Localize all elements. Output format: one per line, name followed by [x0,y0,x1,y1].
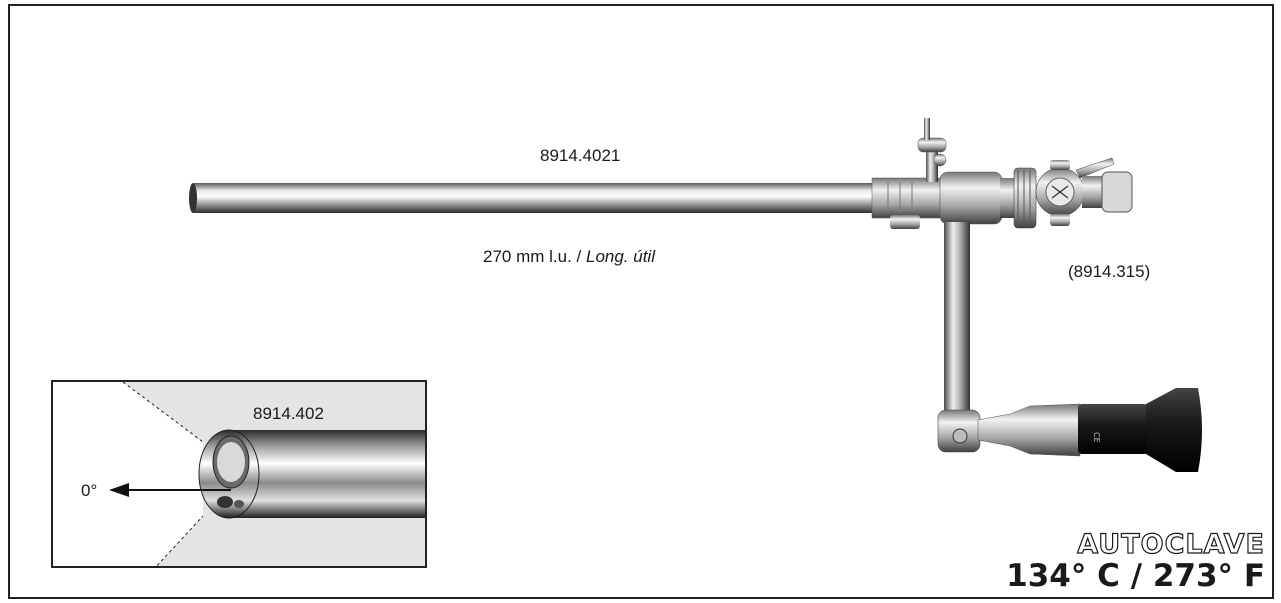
eyepiece: CE [977,388,1202,472]
autoclave-badge: AUTOCLAVE 134° C / 273° F [1006,529,1265,594]
length-value: 270 mm l.u. / [483,247,586,266]
sheath-tube [189,183,876,213]
arrow-head [109,483,129,497]
accessory-number: (8914.315) [1068,262,1151,281]
tip-detail-drawing [109,382,425,566]
coupling-collar [871,177,943,229]
sheath-tip [198,429,425,519]
stopcock-valve [917,118,947,182]
side-arm [937,222,981,453]
length-label: 270 mm l.u. / Long. útil [483,247,655,267]
autoclave-temperature: 134° C / 273° F [1006,558,1265,594]
view-boundary-top [122,382,204,443]
tip-number: 8914.402 [253,404,324,423]
scope-body [939,167,1037,229]
light-post [1035,157,1133,226]
model-number: 8914.4021 [540,146,621,165]
view-boundary-bottom [156,515,204,566]
view-angle: 0° [81,481,98,500]
autoclave-label: AUTOCLAVE [1077,529,1265,560]
tip-detail-inset: 8914.402 0° [51,380,427,568]
length-translation: Long. útil [585,247,655,266]
svg-text:CE: CE [1092,432,1101,443]
